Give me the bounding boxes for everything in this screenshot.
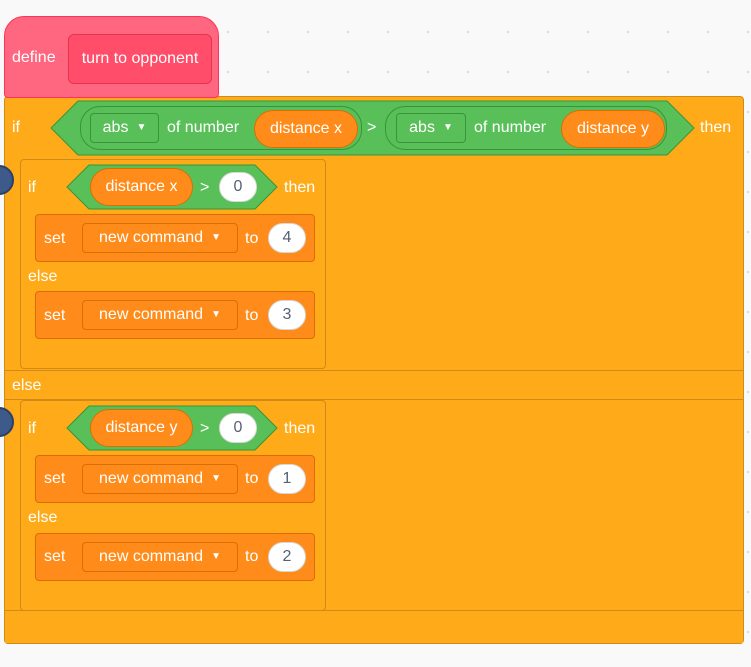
variable-dropdown[interactable]: new command▼ (82, 300, 238, 330)
set-label: set (44, 548, 66, 565)
inner-if-1-else-label: else (28, 268, 58, 285)
number-input[interactable]: 4 (268, 223, 306, 253)
set-label: set (44, 307, 66, 324)
inner-if-1-then-label: then (284, 179, 316, 196)
greater-than-symbol: > (200, 179, 210, 196)
variable-dropdown[interactable]: new command▼ (82, 542, 238, 572)
variable-reporter-distance-y[interactable]: distance y (561, 110, 665, 148)
greater-than-symbol: > (367, 119, 377, 136)
set-label: set (44, 470, 66, 487)
inner-if-1-label: if (28, 179, 36, 196)
define-label: define (12, 49, 56, 66)
outer-if-label: if (12, 119, 20, 136)
abs-dropdown-right[interactable]: abs▼ (396, 113, 466, 143)
number-input[interactable]: 1 (268, 464, 306, 494)
inner-if-2-then-label: then (284, 420, 316, 437)
to-label: to (245, 230, 259, 247)
variable-reporter-distance-x[interactable]: distance x (90, 168, 193, 206)
number-input-zero[interactable]: 0 (219, 413, 257, 443)
caret-down-icon: ▼ (211, 551, 221, 562)
abs-dropdown-left[interactable]: abs▼ (90, 113, 159, 143)
outer-then-label: then (700, 119, 732, 136)
variable-dropdown[interactable]: new command▼ (82, 464, 238, 494)
inner-if-2-else-label: else (28, 509, 58, 526)
set-label: set (44, 230, 66, 247)
caret-down-icon: ▼ (442, 122, 453, 133)
procedure-name-block[interactable]: turn to opponent (68, 34, 212, 84)
to-label: to (245, 548, 259, 565)
caret-down-icon: ▼ (211, 309, 221, 320)
variable-reporter-distance-y[interactable]: distance y (90, 409, 193, 447)
caret-down-icon: ▼ (211, 232, 221, 243)
to-label: to (245, 470, 259, 487)
outer-else-label: else (12, 377, 42, 394)
variable-dropdown[interactable]: new command▼ (82, 223, 238, 253)
caret-down-icon: ▼ (136, 122, 147, 133)
number-input[interactable]: 3 (268, 300, 306, 330)
inner-if-2-label: if (28, 420, 36, 437)
of-number-label-left: of number (167, 119, 240, 136)
to-label: to (245, 307, 259, 324)
caret-down-icon: ▼ (211, 473, 221, 484)
number-input-zero[interactable]: 0 (219, 172, 257, 202)
of-number-label-right: of number (474, 119, 547, 136)
greater-than-symbol: > (200, 420, 210, 437)
variable-reporter-distance-x[interactable]: distance x (254, 110, 358, 148)
number-input[interactable]: 2 (268, 542, 306, 572)
